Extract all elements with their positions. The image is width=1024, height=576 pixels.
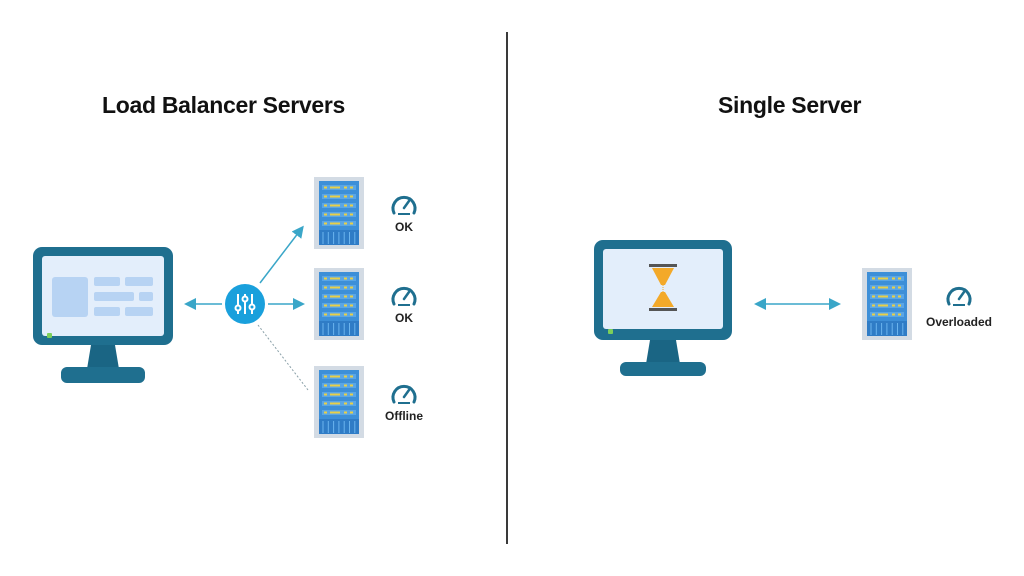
speedometer-icon	[391, 195, 417, 215]
balancer-server3-dotted-link	[257, 324, 309, 391]
server-icon	[314, 366, 364, 438]
client-monitor-icon	[33, 247, 173, 383]
speedometer-icon	[946, 286, 972, 306]
server-status-label: OK	[395, 220, 413, 234]
speedometer-icon	[391, 286, 417, 306]
speedometer-icon	[391, 384, 417, 404]
server-icon	[314, 177, 364, 249]
server-status-label: Overloaded	[925, 315, 993, 329]
load-balancer-title: Load Balancer Servers	[102, 92, 345, 118]
hourglass-icon	[649, 264, 677, 311]
divider	[506, 32, 508, 544]
server-status-label: Offline	[385, 409, 423, 423]
server-icon	[862, 268, 912, 340]
client-monitor-hourglass-icon	[594, 240, 732, 376]
server-icon	[314, 268, 364, 340]
sliders-icon	[225, 284, 265, 324]
server-status-label: OK	[395, 311, 413, 325]
single-server-title: Single Server	[718, 92, 862, 118]
balancer-server1-arrow	[259, 225, 304, 284]
